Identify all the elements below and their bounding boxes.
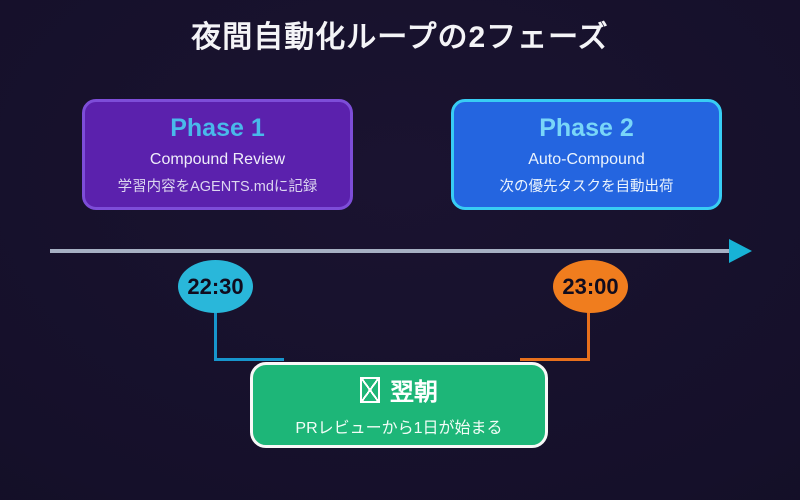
phase-2-card: Phase 2 Auto-Compound 次の優先タスクを自動出荷: [451, 99, 722, 210]
phase-2-title: Phase 2: [539, 113, 634, 142]
phase-2-description: 次の優先タスクを自動出荷: [499, 178, 674, 195]
missing-glyph-icon: [360, 376, 380, 403]
page-title: 夜間自動化ループの2フェーズ: [191, 21, 609, 54]
connector-phase1-vertical: [214, 310, 217, 361]
time-marker-2300: 23:00: [553, 260, 628, 313]
phase-2-subtitle: Auto-Compound: [528, 150, 645, 168]
result-card: 翌朝 PRレビューから1日が始まる: [250, 362, 548, 448]
timeline-axis: [50, 249, 732, 253]
connector-phase1-horizontal: [214, 358, 284, 361]
phase-1-description: 学習内容をAGENTS.mdに記録: [117, 178, 318, 195]
result-title: 翌朝: [390, 379, 438, 406]
phase-1-subtitle: Compound Review: [149, 150, 286, 168]
result-title-row: 翌朝: [360, 372, 438, 407]
connector-phase2-vertical: [587, 312, 590, 361]
time-marker-2230: 22:30: [178, 260, 253, 313]
time-marker-2230-label: 22:30: [187, 273, 244, 299]
time-marker-2300-label: 23:00: [562, 273, 619, 299]
result-subtitle: PRレビューから1日が始まる: [295, 420, 503, 437]
timeline-arrowhead-icon: [729, 239, 752, 263]
connector-phase2-horizontal: [520, 358, 590, 361]
phase-1-title: Phase 1: [170, 113, 265, 142]
phase-1-card: Phase 1 Compound Review 学習内容をAGENTS.mdに記…: [82, 99, 353, 210]
